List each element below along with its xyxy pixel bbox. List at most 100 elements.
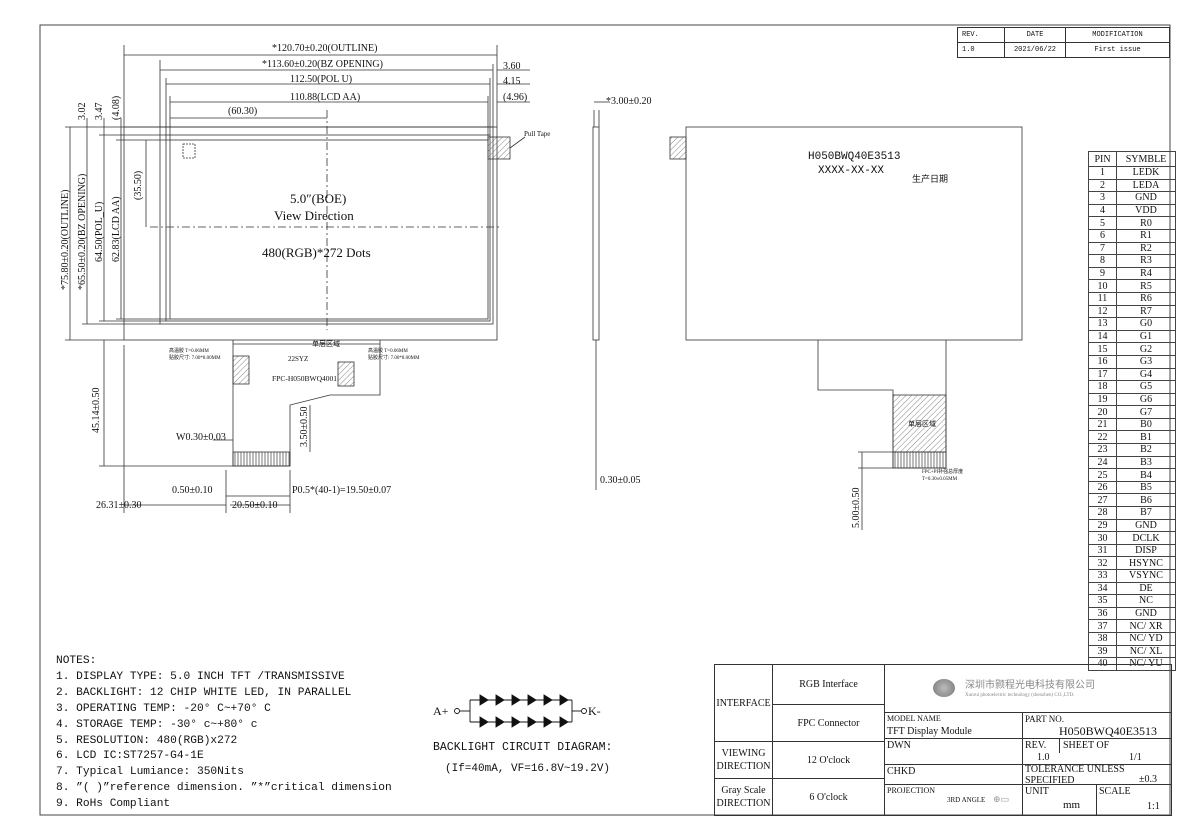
pin-symbol: G3 [1116,354,1176,369]
back-single-layer-label: 单层区域 [908,420,936,428]
note-item: 3. OPERATING TEMP: -20° C~+70° C [56,702,271,715]
pin-symbol: G1 [1116,329,1176,344]
pin-symbol: VSYNC [1116,569,1176,583]
tb-rev-label: REV. [1025,740,1047,751]
pin-number: 24 [1088,455,1117,470]
dim-outline-height: *75.80±0.20(OUTLINE) [60,189,71,290]
note-item: 6. LCD IC:ST7257-G4-1E [56,750,204,763]
pin-symbol: R2 [1116,241,1176,256]
pin-symbol: R3 [1116,254,1176,268]
pin-number: 7 [1088,241,1117,256]
dim-right-496: (4.96) [503,92,528,103]
sheet-label: SHEET OF [1063,740,1110,751]
sheet-value: 1/1 [1129,752,1142,763]
notes-block: NOTES: 1. DISPLAY TYPE: 5.0 INCH TFT /TR… [56,654,392,813]
unit-label: UNIT [1025,786,1049,797]
dim-top-408: (4.08) [111,95,122,120]
pin-number: 30 [1088,531,1117,545]
back-view-panel [669,126,1023,530]
symbol-header: SYMBLE [1116,151,1176,167]
pin-symbol: GND [1116,518,1176,533]
interface-label: INTERFACE [715,665,773,742]
pin-symbol: DE [1116,581,1176,596]
pin-symbol: NC/ YU [1116,657,1176,671]
pin-number: 36 [1088,606,1117,621]
pin-number: 4 [1088,203,1117,218]
screen-size-label: 5.0″(BOE) [290,191,347,206]
pin-number: 37 [1088,619,1117,633]
backlight-circuit [454,694,587,728]
pin-symbol: NC [1116,594,1176,608]
pin-number: 26 [1088,480,1117,495]
pin-symbol: G6 [1116,392,1176,407]
pin-number: 3 [1088,191,1117,205]
pin-symbol: DCLK [1116,531,1176,545]
pin-number: 14 [1088,329,1117,344]
dim-top-302: 3.02 [77,102,88,121]
pin-number: 12 [1088,304,1117,319]
pin-symbol: B1 [1116,430,1176,445]
note-item: 8. ”( )”reference dimension. ”*”critical… [56,782,392,795]
rev-header: REV. [957,27,1005,43]
tb-rev-value: 1.0 [1037,752,1050,763]
pin-number: 19 [1088,392,1117,407]
notes-title: NOTES: [56,655,97,667]
pin-number: 17 [1088,367,1117,382]
dim-thickness: *3.00±0.20 [606,96,652,107]
pin-symbol: G5 [1116,380,1176,394]
projection-value: 3RD ANGLE [947,796,986,804]
model-name: TFT Display Module [887,726,972,737]
pin-number: 5 [1088,216,1117,230]
pin-symbol: R5 [1116,279,1176,293]
company-logo-icon [933,679,955,697]
date-value: 2021/06/22 [1004,42,1066,58]
pin-symbol: NC/ XR [1116,619,1176,633]
dim-bz-opening-width: *113.60±0.20(BZ OPENING) [262,59,383,70]
pin-symbol: NC/ XL [1116,644,1176,659]
part-no-cell: PART NO. H050BWQ40E3513 [1023,713,1171,739]
pin-symbol: R1 [1116,228,1176,243]
led-row-bottom [479,716,569,728]
grayscale-value: 6 O'clock [773,779,885,815]
company-cell: 深圳市颢程光电科技有限公司 Xunrui photoelectric techn… [885,665,1171,713]
pin-number: 39 [1088,644,1117,659]
part-no-label: PART NO. [1025,714,1064,724]
led-row-top [479,694,569,706]
rgb-interface: RGB Interface [773,665,885,705]
pin-number: 29 [1088,518,1117,533]
front-single-layer-label: 单层区域 [312,340,340,348]
dim-fpc-total: 20.50±0.10 [232,500,278,511]
pin-number: 18 [1088,380,1117,394]
projection-cell: PROJECTION 3RD ANGLE ⊕▭ [885,785,1023,815]
note-item: 1. DISPLAY TYPE: 5.0 INCH TFT /TRANSMISS… [56,670,345,683]
pin-symbol: R6 [1116,291,1176,306]
scale-cell: SCALE 1:1 [1097,785,1171,815]
backlight-title: BACKLIGHT CIRCUIT DIAGRAM: [433,741,613,754]
back-fpc-note-1: FPC+PI补强总厚度 [922,470,964,475]
pin-symbol: HSYNC [1116,556,1176,570]
company-cn: 深圳市颢程光电科技有限公司 [965,680,1095,691]
pin-symbol: G0 [1116,317,1176,331]
dim-fpc-length: 45.14±0.50 [91,387,102,434]
projection-label: PROJECTION [887,786,936,795]
pin-symbol: G4 [1116,367,1176,382]
dim-lcd-aa-width: 110.88(LCD AA) [290,92,361,103]
